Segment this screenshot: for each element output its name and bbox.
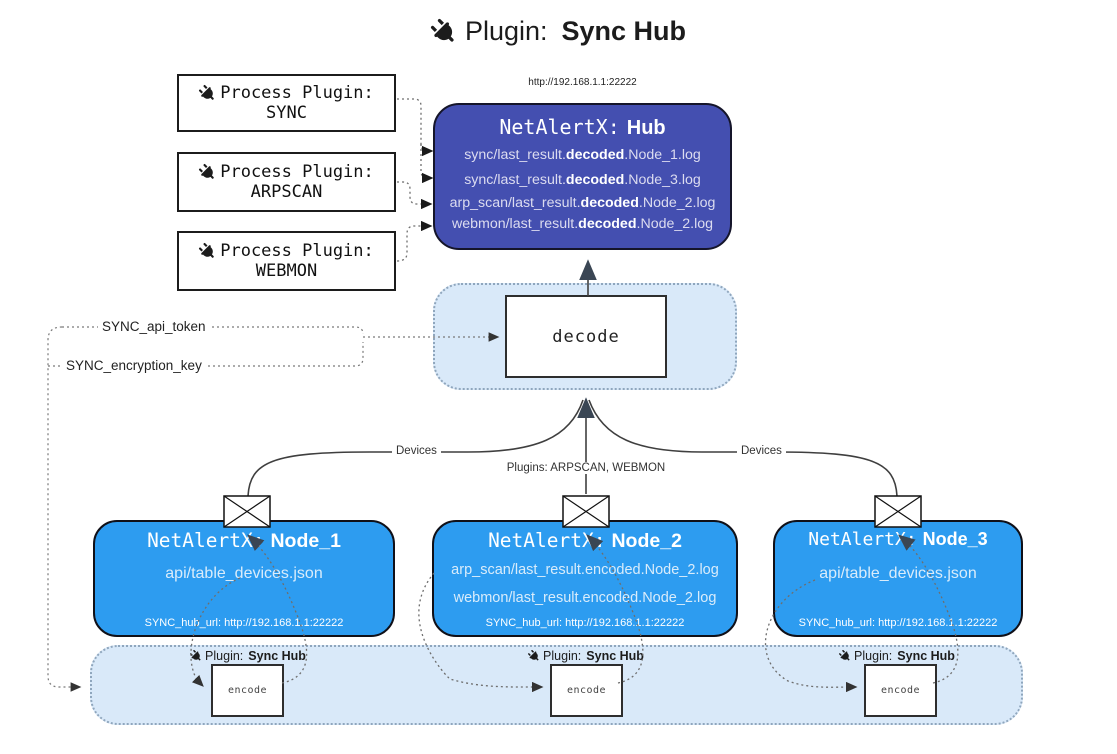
- setting-label-encryption-key: SYNC_encryption_key: [62, 358, 206, 373]
- process-plugin-label: Process Plugin:: [220, 83, 374, 103]
- plug-icon: [196, 239, 220, 263]
- process-plugin-label: Process Plugin:: [220, 241, 374, 261]
- process-plugin-name: WEBMON: [255, 261, 318, 281]
- plug-icon: [196, 81, 220, 105]
- plug-icon: [526, 648, 543, 665]
- process-plugin-name: SYNC: [266, 103, 307, 123]
- edge-key-to-strip: [47, 326, 82, 692]
- edge-sync-to-log1: [397, 98, 434, 157]
- decode-box: decode: [505, 295, 667, 378]
- edge-arpscan-to-log3: [397, 181, 433, 210]
- hub-log-line: webmon/last_result.decoded.Node_2.log: [451, 216, 714, 232]
- node-file: arp_scan/last_result.encoded.Node_2.log: [451, 562, 719, 578]
- encode-plugin-label: Plugin:Sync Hub: [839, 649, 955, 663]
- plug-icon: [426, 13, 463, 50]
- process-plugin-box-webmon: Process Plugin: WEBMON: [177, 231, 396, 291]
- node-file: webmon/last_result.encoded.Node_2.log: [453, 590, 717, 606]
- plug-icon: [837, 648, 854, 665]
- node-hub-url: SYNC_hub_url: http://192.168.1.1:22222: [798, 617, 998, 629]
- plug-icon: [188, 648, 205, 665]
- edge-label-devices-right: Devices: [737, 445, 786, 457]
- encode-box: encode: [211, 664, 284, 717]
- title-name: Sync Hub: [561, 16, 687, 46]
- edge-sync-to-log2: [420, 144, 434, 184]
- encode-strip-panel: Plugin:Sync Hub Plugin:Sync Hub Plugin:S…: [90, 645, 1023, 725]
- page-title: Plugin: Sync Hub: [0, 16, 1117, 47]
- hub-title-name: Hub: [626, 117, 666, 139]
- node-box-1: NetAlertX:Node_1 api/table_devices.json …: [93, 520, 395, 637]
- hub-url-label: http://192.168.1.1:22222: [528, 77, 637, 88]
- node-hub-url: SYNC_hub_url: http://192.168.1.1:22222: [485, 617, 685, 629]
- process-plugin-label: Process Plugin:: [220, 162, 374, 182]
- setting-label-api-token: SYNC_api_token: [98, 319, 210, 334]
- hub-title-prefix: NetAlertX:: [499, 115, 620, 139]
- node-title: NetAlertX:Node_2: [488, 529, 682, 552]
- hub-log-line: sync/last_result.decoded.Node_3.log: [464, 172, 701, 188]
- hub-log-line: arp_scan/last_result.decoded.Node_2.log: [449, 195, 716, 211]
- process-plugin-name: ARPSCAN: [250, 182, 323, 202]
- hub-log-line: sync/last_result.decoded.Node_1.log: [464, 147, 701, 163]
- edge-webmon-to-log4: [396, 220, 433, 262]
- node-title: NetAlertX:Node_3: [808, 529, 988, 550]
- hub-box: NetAlertX: Hub sync/last_result.decoded.N…: [433, 103, 732, 250]
- plug-icon: [196, 160, 220, 184]
- title-prefix: Plugin:: [464, 16, 548, 46]
- process-plugin-box-sync: Process Plugin: SYNC: [177, 74, 396, 132]
- hub-title: NetAlertX: Hub: [499, 114, 665, 143]
- node-box-2: NetAlertX:Node_2 arp_scan/last_result.en…: [432, 520, 738, 637]
- process-plugin-box-arpscan: Process Plugin: ARPSCAN: [177, 152, 396, 212]
- node-file: api/table_devices.json: [819, 565, 977, 582]
- encode-plugin-label: Plugin:Sync Hub: [528, 649, 644, 663]
- node-hub-url: SYNC_hub_url: http://192.168.1.1:22222: [144, 617, 344, 629]
- encode-box: encode: [864, 664, 937, 717]
- encode-box: encode: [550, 664, 623, 717]
- node-file: api/table_devices.json: [165, 565, 323, 582]
- node-title: NetAlertX:Node_1: [147, 529, 341, 552]
- edge-label-devices-left: Devices: [392, 445, 441, 457]
- encode-plugin-label: Plugin:Sync Hub: [190, 649, 306, 663]
- node-box-3: NetAlertX:Node_3 api/table_devices.json …: [773, 520, 1023, 637]
- edge-label-plugins: Plugins: ARPSCAN, WEBMON: [502, 462, 670, 474]
